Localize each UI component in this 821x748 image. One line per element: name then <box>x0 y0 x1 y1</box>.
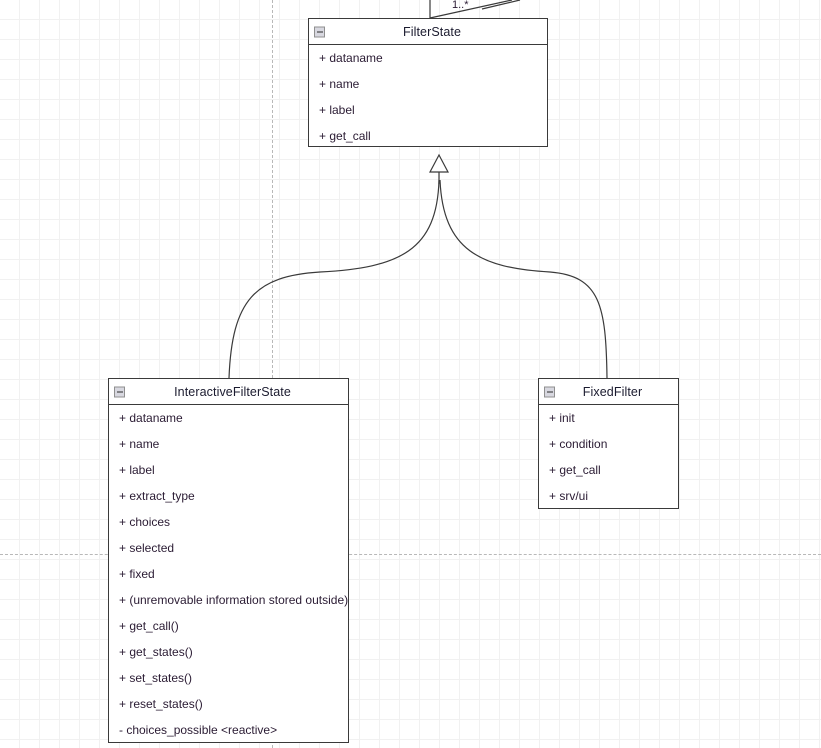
uml-member: + reset_states() <box>119 697 203 711</box>
uml-class-fixed-filter[interactable]: FixedFilter + init + condition + get_cal… <box>538 378 679 509</box>
uml-header-fixed-filter: FixedFilter <box>539 379 678 405</box>
association-diagonal-left <box>429 0 513 19</box>
generalization-curve-interactive <box>228 179 440 379</box>
uml-class-interactive-filter-state[interactable]: InteractiveFilterState + dataname + name… <box>108 378 349 743</box>
uml-member: + set_states() <box>119 671 193 685</box>
uml-member: + srv/ui <box>549 489 589 503</box>
uml-member: + fixed <box>119 567 155 581</box>
uml-member: + label <box>119 463 155 477</box>
generalization-curve-fixed <box>439 179 608 379</box>
uml-member: + extract_type <box>119 489 195 503</box>
uml-body-interactive-filter-state: + dataname + name + label + extract_type… <box>109 405 348 743</box>
uml-body-filter-state: + dataname + name + label + get_call <box>309 45 547 149</box>
collapse-minus-icon[interactable] <box>314 26 325 37</box>
uml-member: + get_call <box>319 129 371 143</box>
uml-class-name: InteractiveFilterState <box>174 384 291 399</box>
uml-member: + label <box>319 103 355 117</box>
generalization-triangle <box>429 153 449 173</box>
uml-member: + dataname <box>319 51 383 65</box>
uml-member: + get_call <box>549 463 601 477</box>
uml-member: + get_states() <box>119 645 193 659</box>
uml-member: + get_call() <box>119 619 179 633</box>
multiplicity-label: 1..* <box>452 0 469 11</box>
uml-member: + dataname <box>119 411 183 425</box>
uml-member: + condition <box>549 437 608 451</box>
uml-header-interactive-filter-state: InteractiveFilterState <box>109 379 348 405</box>
uml-member: - choices_possible <reactive> <box>119 723 278 737</box>
uml-header-filter-state: FilterState <box>309 19 547 45</box>
association-diagonal-right <box>481 0 521 10</box>
uml-member: + selected <box>119 541 175 555</box>
uml-member: + name <box>319 77 360 91</box>
uml-member: + (unremovable information stored outsid… <box>119 593 348 607</box>
horizontal-guide-line <box>0 554 821 555</box>
collapse-minus-icon[interactable] <box>114 386 125 397</box>
collapse-minus-icon[interactable] <box>544 386 555 397</box>
uml-member: + choices <box>119 515 171 529</box>
uml-class-name: FixedFilter <box>582 384 643 399</box>
uml-class-name: FilterState <box>402 24 462 39</box>
uml-member: + name <box>119 437 160 451</box>
uml-body-fixed-filter: + init + condition + get_call + srv/ui <box>539 405 678 509</box>
uml-member: + init <box>549 411 575 425</box>
uml-class-filter-state[interactable]: FilterState + dataname + name + label + … <box>308 18 548 147</box>
